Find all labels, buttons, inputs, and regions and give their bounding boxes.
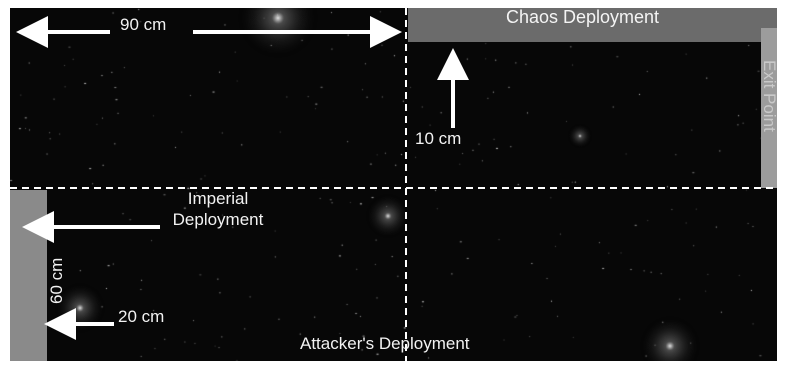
chaos-depth-measurement-label: 10 cm — [415, 129, 462, 148]
height-measurement-label: 60 cm — [47, 257, 66, 304]
width-measurement-label: 90 cm — [120, 15, 167, 34]
imperial-label-line1: Imperial — [187, 189, 249, 208]
imperial-depth-measurement-label: 20 cm — [118, 307, 165, 326]
imperial-deployment-label: Imperial Deployment — [158, 188, 278, 230]
exit-point-zone — [761, 28, 777, 188]
attackers-deployment-label: Attacker's Deployment — [300, 334, 470, 353]
imperial-label-line2: Deployment — [172, 210, 264, 229]
battlefield-map — [10, 8, 777, 361]
chaos-deployment-label: Chaos Deployment — [505, 7, 660, 27]
exit-point-label: Exit Point — [760, 60, 779, 132]
starfield-background — [10, 8, 777, 361]
chaos-deployment-zone — [408, 8, 777, 42]
map-overlay — [10, 8, 777, 361]
